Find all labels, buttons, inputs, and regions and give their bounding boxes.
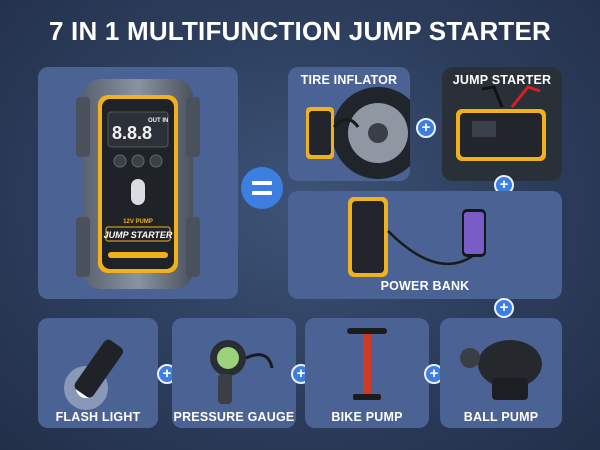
device-mode-label: 12V PUMP <box>123 219 153 225</box>
flash-light-label: FLASH LIGHT <box>55 410 141 424</box>
pressure-gauge-panel: PRESSURE GAUGE <box>172 318 296 428</box>
jump-starter-device-image: 8.8.8 OUT IN 12V PUMP JUMP STARTER <box>76 79 200 289</box>
device-display-badge: OUT IN <box>148 118 168 124</box>
page-title: 7 IN 1 MULTIFUNCTION JUMP STARTER <box>48 16 552 46</box>
jump-starter-label: JUMP STARTER <box>452 73 552 87</box>
flash-light-image <box>64 339 124 410</box>
bike-pump-panel: BIKE PUMP <box>305 318 429 428</box>
tire-inflator-label: TIRE INFLATOR <box>300 73 398 87</box>
ball-pump-image <box>460 340 542 400</box>
device-brand-label: JUMP STARTER <box>104 230 173 240</box>
plus-icon: + <box>494 298 514 318</box>
bike-pump-image <box>347 328 387 400</box>
tire-inflator-panel: TIRE INFLATOR <box>288 67 410 181</box>
plus-icon: + <box>416 118 436 138</box>
ball-pump-panel: BALL PUMP <box>440 318 562 428</box>
main-device-panel: 8.8.8 OUT IN 12V PUMP JUMP STARTER <box>38 67 238 299</box>
ball-pump-label: BALL PUMP <box>463 410 539 424</box>
jump-starter-panel: JUMP STARTER <box>442 67 562 181</box>
pressure-gauge-image <box>210 340 274 404</box>
bike-pump-label: BIKE PUMP <box>331 410 403 424</box>
equals-icon <box>241 167 283 209</box>
power-bank-image <box>348 197 486 277</box>
tire-inflator-image <box>306 87 410 179</box>
flash-light-panel: FLASH LIGHT <box>38 318 158 428</box>
device-display-digits: 8.8.8 <box>112 123 152 143</box>
power-bank-label: POWER BANK <box>380 279 470 293</box>
pressure-gauge-label: PRESSURE GAUGE <box>173 410 295 424</box>
jump-starter-clamps-image <box>442 67 562 181</box>
power-bank-panel: POWER BANK <box>288 191 562 299</box>
